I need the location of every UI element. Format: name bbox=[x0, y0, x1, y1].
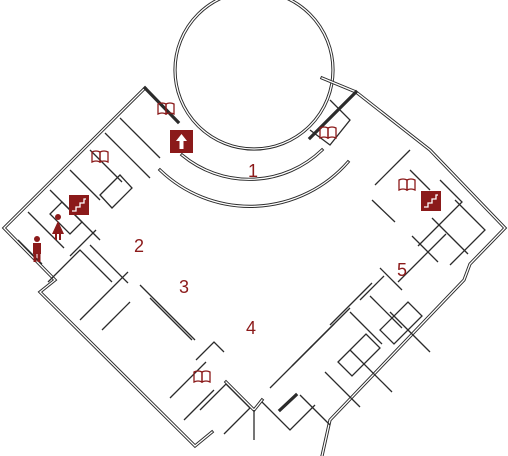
open-book-icon[interactable] bbox=[193, 370, 211, 384]
open-book-icon[interactable] bbox=[91, 150, 109, 164]
room-label-1[interactable]: 1 bbox=[248, 161, 258, 181]
room-label-2[interactable]: 2 bbox=[134, 236, 144, 256]
open-book-icon[interactable] bbox=[157, 102, 175, 116]
lower-walls bbox=[223, 379, 265, 440]
room-label-5[interactable]: 5 bbox=[397, 260, 407, 280]
room-labels: 1 2 3 4 5 bbox=[134, 161, 407, 338]
stairs-icon[interactable] bbox=[69, 195, 89, 215]
elevator-up-icon[interactable] bbox=[170, 130, 193, 153]
restroom-women-icon[interactable] bbox=[52, 214, 64, 240]
book-icon-group bbox=[91, 102, 416, 384]
room-label-3[interactable]: 3 bbox=[179, 277, 189, 297]
stairs-icon[interactable] bbox=[421, 191, 441, 211]
open-book-icon[interactable] bbox=[398, 178, 416, 192]
left-wing bbox=[1, 85, 251, 449]
open-book-icon[interactable] bbox=[319, 126, 337, 140]
room-label-4[interactable]: 4 bbox=[246, 318, 256, 338]
rotunda bbox=[157, 0, 351, 208]
restroom-men-icon[interactable] bbox=[33, 236, 41, 262]
right-wing bbox=[259, 75, 508, 456]
